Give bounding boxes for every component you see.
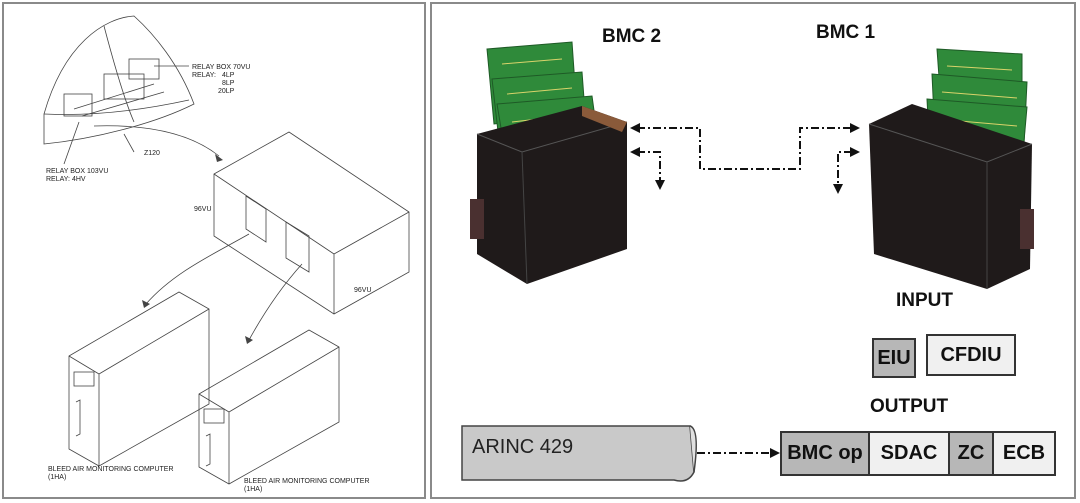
output-bmc-op: BMC op	[782, 433, 870, 474]
bmc2-unit-image	[470, 41, 628, 285]
relay-103vu-label: RELAY: 4HV	[46, 176, 86, 183]
output-zc: ZC	[950, 433, 994, 474]
relay-70vu-prefix: RELAY:	[192, 72, 216, 79]
relay-70vu-item: 4LP	[222, 72, 235, 79]
relay-70vu-item: 8LP	[222, 80, 235, 87]
output-sdac: SDAC	[870, 433, 950, 474]
arinc-429-label: ARINC 429	[472, 436, 574, 458]
rack-96vu	[213, 131, 410, 315]
computer-2-label: BLEED AIR MONITORING COMPUTER	[244, 478, 370, 485]
input-cfdiu-box: CFDIU	[926, 334, 1016, 376]
bmc2-label: BMC 2	[602, 26, 662, 47]
bmc-link-line	[637, 127, 852, 170]
computer-2-id: (1HA)	[244, 486, 263, 493]
computer-1-outline	[68, 291, 210, 467]
bmc1-unit-image	[868, 48, 1034, 289]
input-eiu-box: EIU	[872, 338, 916, 378]
bmc-units-illustration	[461, 41, 1034, 482]
rack-label-96vu: 96VU	[354, 287, 372, 294]
bmc1-label: BMC 1	[816, 22, 876, 43]
bmc-system-panel: BMC 2 BMC 1 INPUT EIU CFDIU OUTPUT ARINC…	[430, 2, 1076, 499]
output-heading: OUTPUT	[870, 396, 949, 417]
input-eiu-label: EIU	[877, 346, 911, 369]
computer-1-label: BLEED AIR MONITORING COMPUTER	[48, 466, 174, 473]
zone-label: Z120	[144, 150, 160, 157]
relay-box-103vu-label: RELAY BOX 103VU	[46, 168, 109, 175]
relay-box-70vu-label: RELAY BOX 70VU	[192, 64, 251, 71]
installation-drawing-panel: RELAY BOX 70VU RELAY: 4LP 8LP 20LP RELAY…	[2, 2, 426, 499]
arinc-429-scroll	[461, 425, 695, 482]
fuselage-outline	[43, 15, 195, 145]
relay-70vu-item: 20LP	[218, 88, 235, 95]
input-cfdiu-label: CFDIU	[940, 343, 1002, 366]
output-systems-group: BMC op SDAC ZC ECB	[780, 431, 1056, 476]
installation-line-drawing	[43, 15, 410, 485]
computer-1-id: (1HA)	[48, 474, 67, 481]
bmc2-output-line	[637, 151, 661, 182]
rack-label-96vu: 96VU	[194, 206, 212, 213]
output-ecb: ECB	[994, 433, 1054, 474]
computer-2-outline	[198, 329, 340, 485]
input-heading: INPUT	[896, 290, 953, 311]
bmc1-output-line	[837, 151, 852, 186]
